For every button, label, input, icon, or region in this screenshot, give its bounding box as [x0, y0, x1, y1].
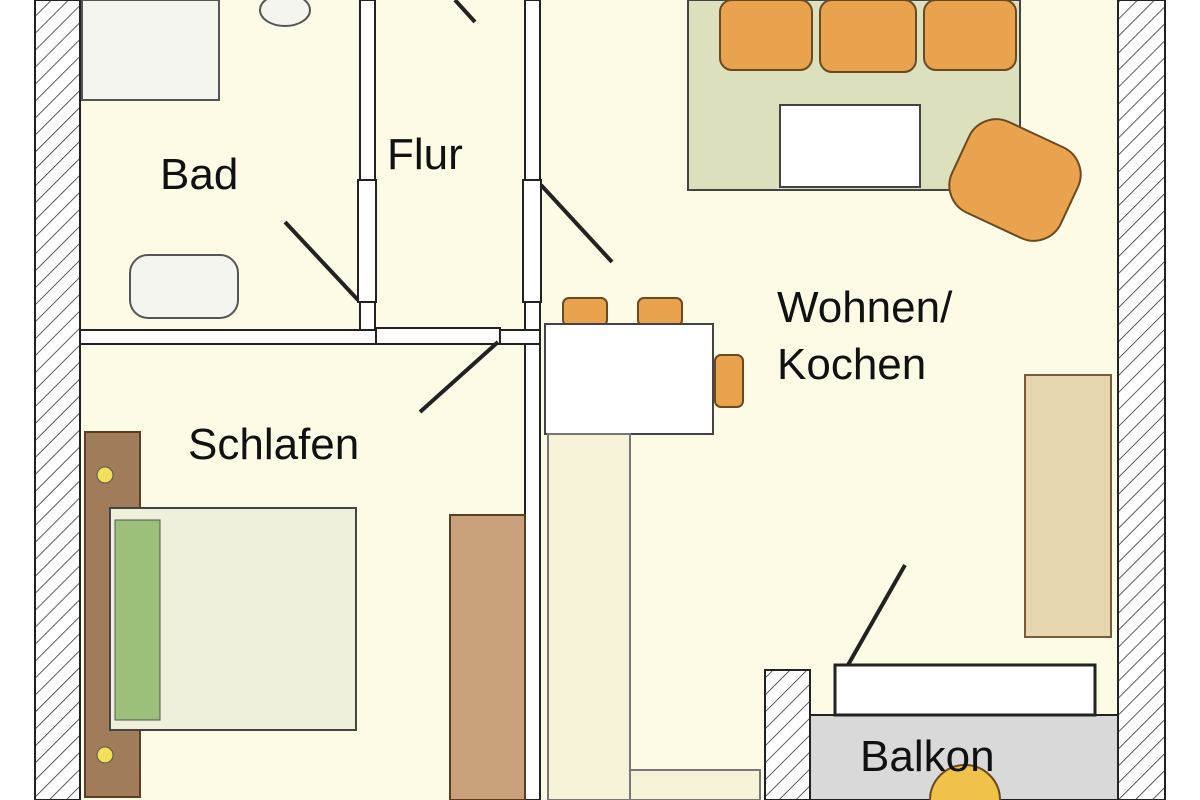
armchair	[948, 118, 1082, 242]
toilet	[259, 0, 311, 27]
kitchen-counter-bottom	[629, 769, 761, 800]
outer-wall-left	[34, 0, 81, 800]
shelf	[1024, 374, 1112, 638]
pillow	[114, 519, 161, 721]
sink	[129, 254, 239, 319]
bathtub	[81, 0, 220, 101]
room-label-wohnen: Wohnen/	[777, 283, 953, 332]
balcony-table	[929, 764, 1001, 800]
lamp-icon	[96, 466, 114, 484]
sofa	[719, 0, 1017, 73]
room-label-balkon: Balkon	[860, 732, 995, 781]
lamp-icon	[96, 746, 114, 764]
doors	[283, 0, 907, 673]
balcony-wall	[764, 669, 811, 800]
coffee-table	[779, 104, 921, 188]
room-label-kochen: Kochen	[777, 340, 927, 389]
room-label-bad: Bad	[160, 150, 239, 199]
dining-table	[544, 323, 714, 435]
kitchen-counter	[547, 433, 631, 800]
room-label-flur: Flur	[387, 130, 463, 179]
balcony-door	[833, 663, 1097, 717]
wardrobe	[449, 514, 526, 800]
outer-wall-right	[1117, 0, 1166, 800]
room-label-schlafen: Schlafen	[188, 420, 360, 469]
